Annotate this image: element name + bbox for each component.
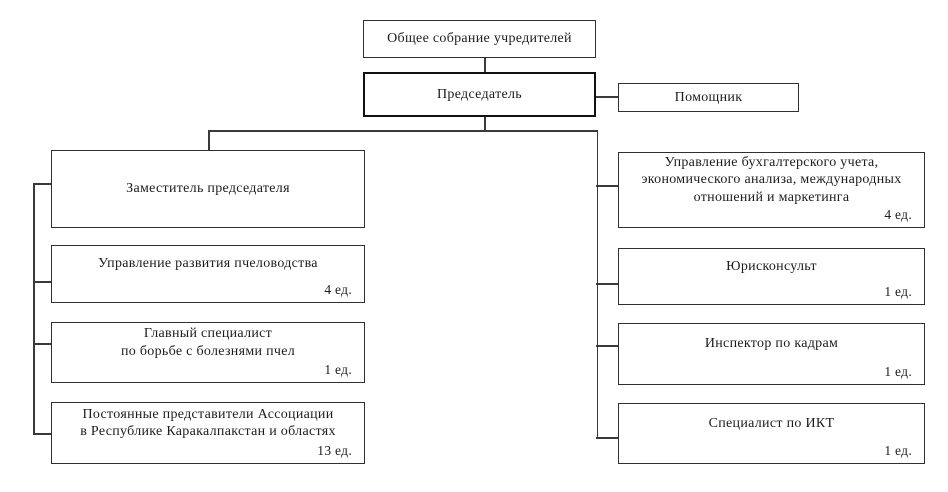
org-box-label: по борьбе с болезнями пчел bbox=[120, 343, 296, 359]
org-box-label: Специалист по ИКТ bbox=[708, 415, 835, 431]
org-box-legal-counsel: Юрисконсульт 1 ед. bbox=[618, 248, 925, 305]
connector-line bbox=[484, 58, 486, 72]
connector-line bbox=[208, 130, 598, 132]
org-box-label: Главный специалист bbox=[143, 326, 273, 342]
org-box-permanent-representatives: Постоянные представители Ассоциации в Ре… bbox=[51, 402, 365, 464]
connector-line bbox=[596, 345, 618, 347]
staff-count: 13 ед. bbox=[317, 442, 352, 458]
staff-count: 1 ед. bbox=[884, 283, 912, 299]
org-box-label: Общее собрание учредителей bbox=[387, 31, 572, 47]
org-box-label: Помощник bbox=[674, 89, 743, 105]
org-box-label: Заместитель председателя bbox=[126, 181, 290, 197]
org-box-beekeeping-development: Управление развития пчеловодства 4 ед. bbox=[51, 245, 365, 303]
staff-count: 1 ед. bbox=[884, 363, 912, 379]
connector-line bbox=[596, 283, 618, 285]
org-box-deputy-chairman: Заместитель председателя bbox=[51, 150, 365, 228]
org-box-general-meeting: Общее собрание учредителей bbox=[363, 20, 596, 58]
org-box-chairman: Председатель bbox=[363, 72, 596, 117]
connector-line bbox=[595, 96, 618, 98]
org-box-label: Председатель bbox=[437, 86, 522, 102]
connector-line bbox=[596, 437, 618, 439]
org-box-ict-specialist: Специалист по ИКТ 1 ед. bbox=[618, 403, 925, 464]
staff-count: 4 ед. bbox=[884, 206, 912, 222]
connector-line bbox=[33, 183, 51, 185]
org-box-label: Юрисконсульт bbox=[726, 258, 817, 274]
org-box-assistant: Помощник bbox=[618, 83, 799, 112]
connector-line bbox=[33, 433, 51, 435]
org-box-label: Инспектор по кадрам bbox=[704, 336, 839, 352]
connector-line bbox=[596, 185, 618, 187]
staff-count: 1 ед. bbox=[324, 361, 352, 377]
connector-line bbox=[208, 130, 210, 150]
org-box-chief-specialist-bee-diseases: Главный специалист по борьбе с болезнями… bbox=[51, 322, 365, 383]
staff-count: 1 ед. bbox=[884, 442, 912, 458]
staff-count: 4 ед. bbox=[324, 281, 352, 297]
org-box-accounting-department: Управление бухгалтерского учета, экономи… bbox=[618, 152, 925, 228]
org-box-label: Управление бухгалтерского учета, bbox=[664, 155, 879, 171]
org-box-label: отношений и маркетинга bbox=[693, 189, 850, 205]
org-box-label: экономического анализа, международных bbox=[641, 172, 902, 188]
connector-line bbox=[33, 281, 51, 283]
connector-line bbox=[484, 117, 486, 132]
org-box-label: в Республике Каракалпакстан и областях bbox=[80, 424, 336, 439]
org-box-label: Управление развития пчеловодства bbox=[98, 256, 318, 272]
connector-line bbox=[33, 183, 35, 435]
org-box-hr-inspector: Инспектор по кадрам 1 ед. bbox=[618, 323, 925, 385]
org-box-label: Постоянные представители Ассоциации bbox=[82, 406, 334, 422]
connector-line bbox=[33, 343, 51, 345]
